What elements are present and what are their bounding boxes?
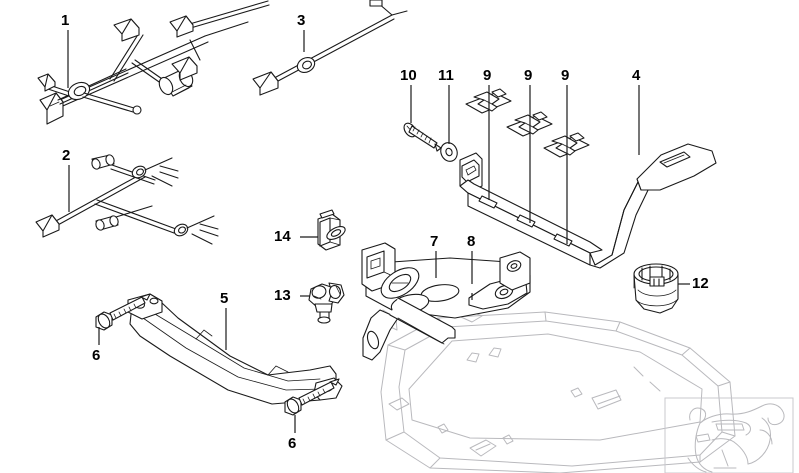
part-11-flat-washer [440,142,458,162]
part-1-wiring-harness-upper [37,0,270,125]
part-12-round-socket-housing [633,263,679,314]
part-13-cable-clamp-clip [308,282,345,324]
callout-leaders [67,30,690,433]
callout-label-7: 7 [430,233,439,250]
part-7-mounting-plate [361,242,531,361]
part-9-spring-clip-3 [543,132,590,158]
callout-label-13: 13 [274,287,291,304]
callout-label-14: 14 [274,228,291,245]
part-14-retainer-clip [317,209,346,251]
callout-label-3: 3 [297,12,306,29]
part-2-wiring-harness-lower [35,154,219,245]
part-6-hex-flange-screw-1 [95,293,151,331]
part-6-hex-flange-screw-2 [284,378,340,416]
callout-label-5: 5 [220,290,229,307]
callout-label-12: 12 [692,275,709,292]
callout-label-2: 2 [62,147,71,164]
callout-label-9-a: 9 [483,67,492,84]
part-3-cable [252,0,408,96]
part-5-grab-handle-rail [127,293,343,405]
callout-label-6-right: 6 [288,435,297,452]
part-4-support-arm-bracket [459,143,717,269]
callout-label-8: 8 [467,233,476,250]
callout-label-4: 4 [632,67,641,84]
motorcycle-thumbnail [664,397,794,473]
callout-label-11: 11 [438,67,454,84]
callout-label-9-c: 9 [561,67,570,84]
part-10-pan-head-screw [403,122,442,152]
callout-label-10: 10 [400,67,417,84]
callout-label-6-left: 6 [92,347,101,364]
callout-label-1: 1 [61,12,70,29]
callout-label-9-b: 9 [524,67,533,84]
part-9-spring-clip-1 [465,88,512,114]
